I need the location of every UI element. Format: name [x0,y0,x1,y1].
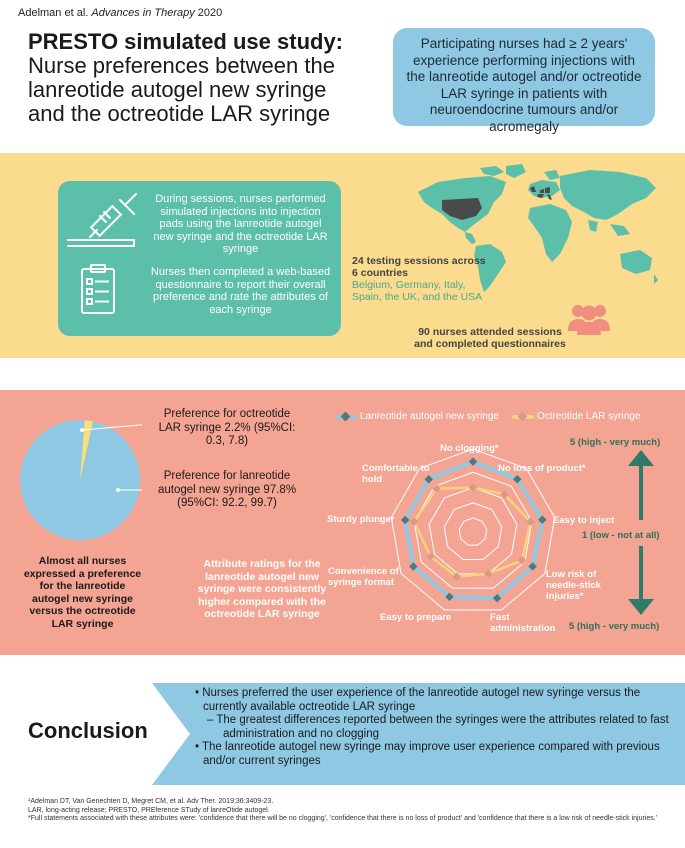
footnote-reference: ¹Adelman DT, Van Genechten D, Megret CM,… [28,798,274,805]
attribute-radar-chart [390,448,556,611]
scale-high-top: 5 (high - very much) [570,437,661,448]
pie-connector-dot-lar [80,428,84,432]
scale-high-bottom: 5 (high - very much) [569,621,660,632]
syringe-icon [67,193,137,247]
legend-lanreotide: Lanreotide autogel new syringe [335,411,499,422]
label-easy-inject: Easy to inject [553,515,615,526]
footnote-abbreviations: LAR, long-acting release; PRESTO, PREfer… [28,806,270,814]
radar-grid-ring [413,471,533,589]
radar-point-lanreotide-2 [538,515,547,525]
scale-arrows [628,450,654,615]
radar-point-lar-5 [452,572,461,581]
pie-connector-dot-lanreotide [116,488,120,492]
conclusion-list: • Nurses preferred the user experience o… [193,687,673,768]
methods-step-1: During sessions, nurses performed simula… [153,193,328,255]
nurses-count: 90 nurses attended sessions and complete… [414,326,566,350]
pie-slice-lar [80,420,93,480]
methods-box [58,181,341,336]
pie-caption: Almost all nurses expressed a preference… [23,555,142,630]
radar-series-lar [412,486,532,578]
radar-series-lanreotide [403,459,545,601]
footnotes: ¹Adelman DT, Van Genechten D, Megret CM,… [28,798,668,824]
title-rest: Nurse preferences between the lanreotide… [28,53,335,126]
legend-lar: Octreotide LAR syringe [512,411,640,422]
radar-point-lar-0 [468,483,478,492]
label-low-risk: Low risk of needle-stick injuries* [546,569,601,602]
label-sturdy: Sturdy plunger [327,514,395,525]
radar-point-lar-3 [517,556,527,565]
radar-grid-ring [443,502,503,560]
preference-lar-label: Preference for octreotide LAR syringe 2.… [158,408,296,447]
conclusion-sub-bullet: – The greatest differences reported betw… [207,714,669,740]
radar-point-lanreotide-0 [468,457,478,466]
label-convenience: Convenience of syringe format [328,566,399,588]
label-fast-admin: Fast administration [490,612,556,634]
radar-point-lanreotide-3 [528,562,537,571]
pie-connector-lar [81,424,142,431]
conclusion-title: Conclusion [28,718,148,743]
label-no-loss: No loss of product* [498,463,586,474]
label-no-clogging: No clogging* [440,443,499,454]
preference-pie-chart [20,420,142,540]
radar-point-lanreotide-5 [445,592,454,601]
label-comfortable: Comfortable to hold [362,463,430,485]
scale-low: 1 (low - not at all) [582,530,660,541]
radar-point-lar-1 [500,490,509,499]
clipboard-icon [81,264,115,314]
methods-step-2: Nurses then completed a web-based questi… [150,266,331,316]
preference-lanreotide-label: Preference for lanreotide autogel new sy… [157,470,297,509]
footnote-statements: *Full statements associated with these a… [28,815,658,822]
legend-lanreotide-swatch [335,411,357,421]
experience-callout: Participating nurses had ≥ 2 years' expe… [393,28,655,134]
conclusion-bullet-1: • Nurses preferred the user experience o… [195,687,641,713]
radar-grid-ring [390,448,556,611]
label-easy-prepare: Easy to prepare [380,612,452,623]
radar-grid-ring [458,517,488,546]
conclusion-arrow-box [0,683,190,785]
citation: Adelman et al. Advances in Therapy 2020 [18,7,223,19]
radar-point-lar-4 [483,569,493,579]
page-title: PRESTO simulated use study: Nurse prefer… [28,30,368,126]
attribute-caption: Attribute ratings for the lanreotide aut… [197,558,327,620]
radar-point-lar-6 [426,552,435,561]
legend-lar-swatch [512,411,534,421]
sessions-info: 24 testing sessions across 6 countries B… [352,255,486,303]
title-bold: PRESTO simulated use study: [28,29,344,54]
radar-point-lanreotide-4 [492,593,502,603]
conclusion-bullet-2: • The lanreotide autogel new syringe may… [195,741,660,767]
radar-grid-ring [428,486,518,575]
people-icon [568,305,610,335]
world-map [418,164,658,292]
